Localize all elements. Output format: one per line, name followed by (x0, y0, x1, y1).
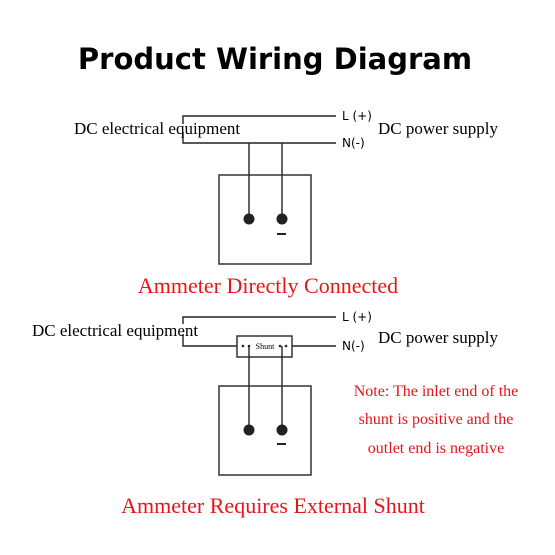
top-positive-line (182, 115, 336, 124)
top-positive-label: L (+) (342, 109, 372, 123)
bottom-negative-line-in (182, 334, 237, 347)
bottom-supply-label: DC power supply (378, 328, 498, 347)
bottom-positive-line (182, 316, 336, 324)
shunt-outlet-icon (278, 344, 282, 348)
top-terminal-right (276, 213, 288, 225)
bottom-equipment-label: DC electrical equipment (32, 321, 198, 340)
shunt-box (236, 335, 293, 358)
bottom-negative-label: N(-) (342, 339, 365, 353)
top-caption: Ammeter Directly Connected (138, 273, 398, 298)
bottom-positive-label: L (+) (342, 310, 372, 324)
top-negative-line (182, 132, 336, 144)
top-negative-label: N(-) (342, 136, 365, 150)
bottom-terminal-right (276, 424, 288, 436)
top-supply-label: DC power supply (378, 119, 498, 138)
shunt-note-line-3: outlet end is negative (368, 440, 504, 457)
bottom-terminal-left (243, 424, 255, 436)
top-ammeter (218, 174, 312, 265)
bottom-ammeter (218, 385, 312, 476)
shunt-note-line-1: Note: The inlet end of the (354, 383, 519, 400)
shunt-note-line-2: shunt is positive and the (359, 411, 514, 428)
shunt-outlet-icon-2 (284, 344, 288, 348)
page-title: Product Wiring Diagram (78, 42, 472, 76)
direct-connection-diagram: DC electrical equipment L (+) N(-) DC po… (74, 109, 498, 298)
top-terminal-left (243, 213, 255, 225)
top-minus-sign-icon (277, 233, 286, 235)
shunt-label: Shunt (256, 342, 275, 351)
shunt-inlet-icon (241, 344, 245, 348)
bottom-minus-sign-icon (277, 443, 286, 445)
external-shunt-diagram: Shunt DC electrical equipment L (+) N(-)… (32, 310, 518, 518)
bottom-caption: Ammeter Requires External Shunt (121, 493, 425, 518)
top-equipment-label: DC electrical equipment (74, 119, 240, 138)
